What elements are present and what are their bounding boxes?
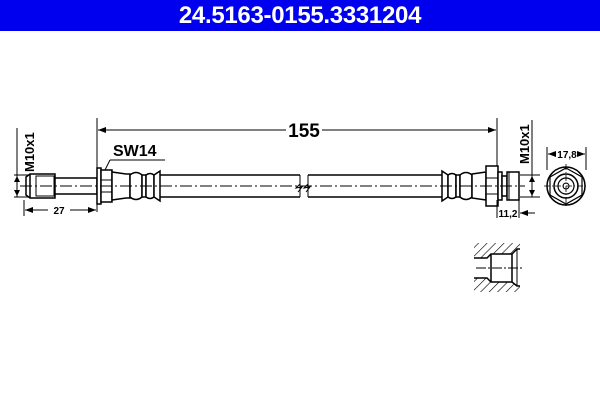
end-view-hex: 17,8 [544, 147, 588, 208]
hex-size-label: 17,8 [557, 150, 577, 161]
left-thread-label: M10x1 [22, 132, 37, 172]
left-length-label: 27 [53, 206, 65, 217]
total-length-label: 155 [288, 121, 320, 142]
dimension-left-thread-length: 27 [23, 200, 96, 217]
right-length-label: 11,2 [499, 209, 518, 220]
title-banner: 24.5163-0155.3 331204 [0, 0, 600, 31]
right-thread-label: M10x1 [517, 124, 532, 164]
dimension-right-thread: M10x1 [517, 120, 540, 198]
part-number: 24.5163-0155.3 [178, 1, 343, 29]
dimension-right-fitting-length: 11,2 [496, 200, 535, 220]
section-view-port [474, 243, 524, 292]
wrench-size-label: SW14 [113, 143, 157, 160]
reference-number: 331204 [342, 1, 422, 29]
wrench-size-callout: SW14 [103, 143, 165, 173]
